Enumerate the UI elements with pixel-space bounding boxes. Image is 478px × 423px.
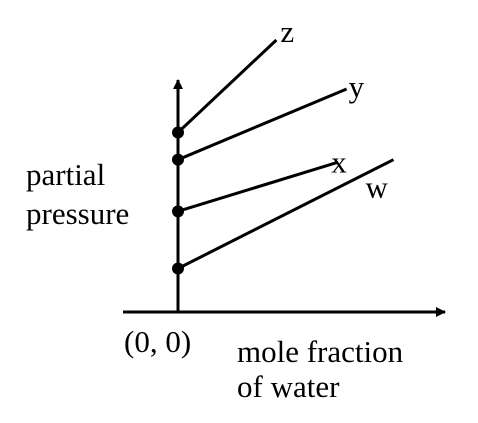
series-line-z	[176, 38, 278, 134]
x-axis-label-line-2: of water	[237, 369, 340, 404]
x-axis-label-line-1: mole fraction	[237, 334, 404, 369]
y-axis-label-line-2: pressure	[26, 196, 129, 231]
series-label-z: z	[280, 14, 294, 49]
series-label-w: w	[365, 170, 388, 205]
series-line-w	[177, 158, 395, 270]
series-line-y	[177, 87, 348, 162]
intercept-point-y	[172, 153, 184, 166]
intercept-point-z	[172, 126, 184, 139]
intercept-point-w	[172, 262, 184, 275]
series-layer: z y xw	[172, 14, 395, 275]
intercept-point-x	[172, 205, 184, 218]
origin-label: (0, 0)	[124, 324, 191, 359]
series-line-x	[177, 160, 338, 213]
series-label-y: y	[349, 69, 365, 104]
plot-area: z y xw	[123, 14, 446, 317]
y-axis-label-line-1: partial	[26, 157, 105, 192]
series-label-x: x	[331, 144, 347, 179]
